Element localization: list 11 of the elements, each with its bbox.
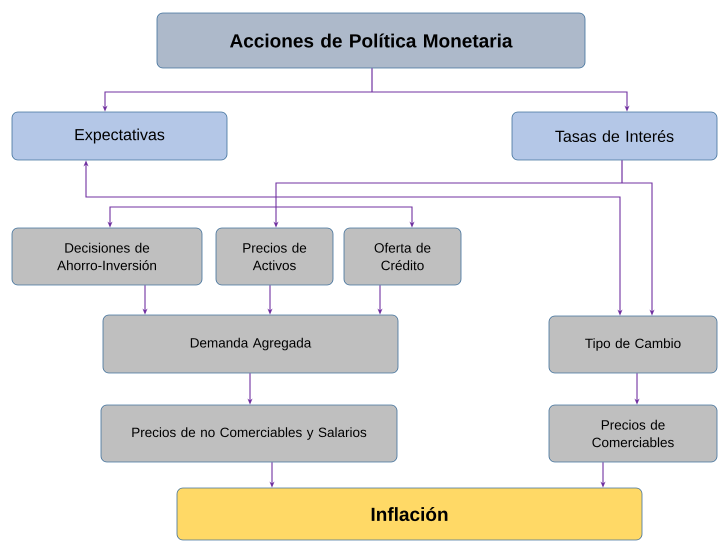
process-box: Demanda Agregada [102, 314, 398, 374]
channel-box: Expectativas [12, 112, 228, 160]
process-box: Decisiones de Ahorro-Inversión [12, 228, 202, 286]
process-box: Precios de no Comerciables y Salarios [100, 404, 398, 462]
result-box: Inflación [176, 488, 642, 540]
process-box: Tipo de Cambio [548, 316, 718, 374]
process-box: Oferta de Crédito [344, 228, 462, 286]
title-box: Acciones de Política Monetaria [156, 12, 586, 68]
channel-box: Tasas de Interés [512, 112, 718, 160]
process-box: Precios de Comerciables [548, 404, 718, 462]
process-box: Precios de Activos [216, 228, 334, 286]
